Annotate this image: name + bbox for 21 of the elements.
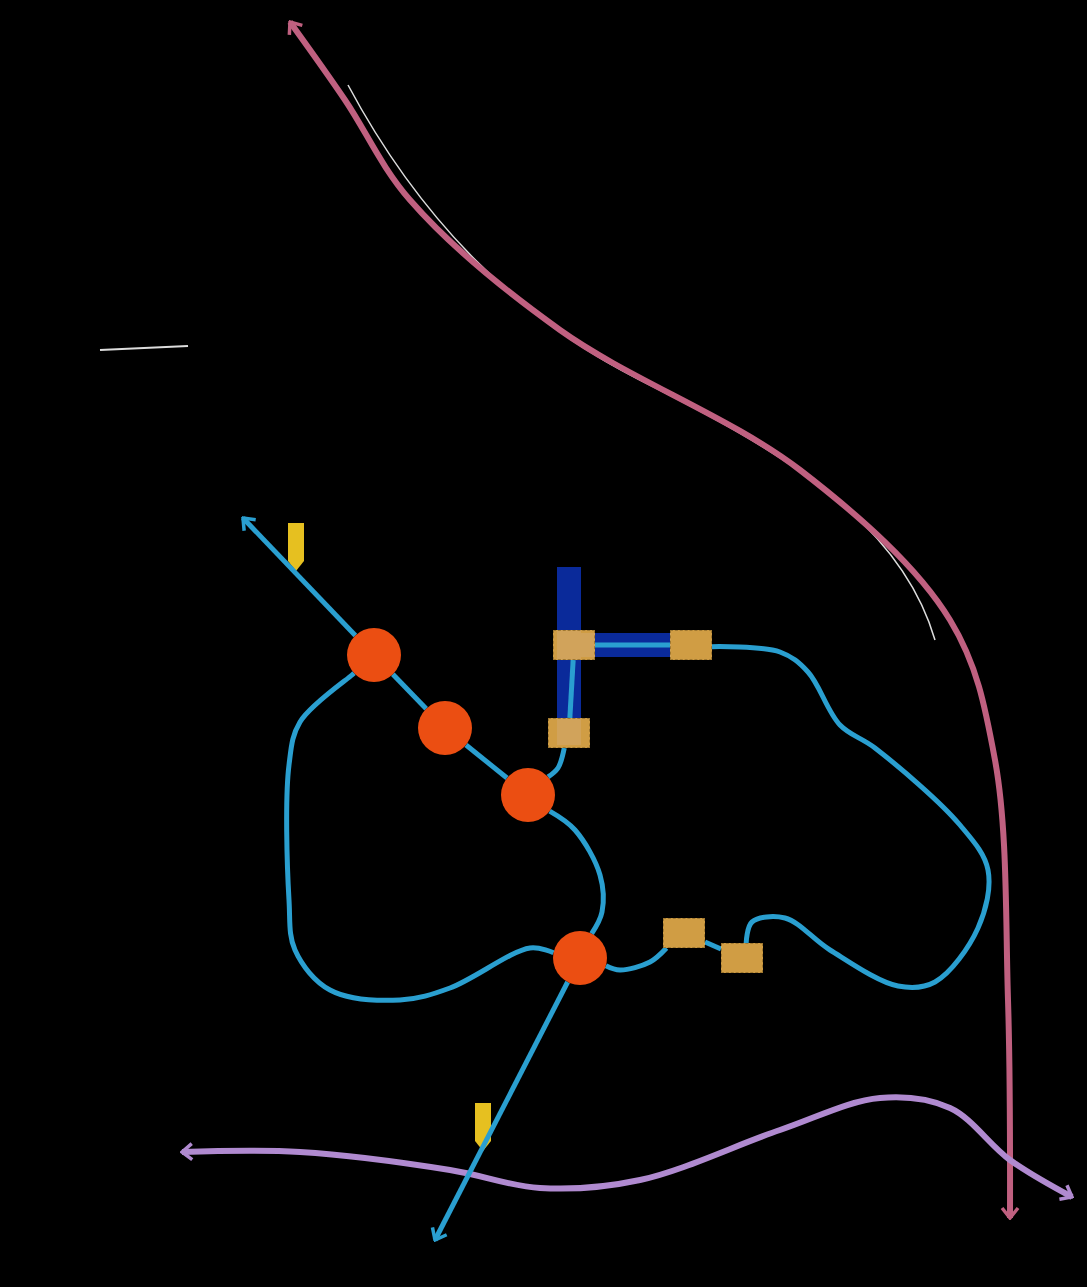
rail-line — [712, 644, 992, 990]
rail-line — [546, 747, 567, 779]
station-box — [663, 918, 705, 948]
rail-line — [464, 743, 509, 780]
station-circle — [501, 768, 555, 822]
rail-line — [430, 980, 570, 1242]
rail-line — [391, 672, 428, 711]
rail-line — [604, 946, 669, 973]
station-circle — [347, 628, 401, 682]
rail-line — [704, 939, 722, 952]
station-circle — [418, 701, 472, 755]
station-circle — [553, 931, 607, 985]
station-box — [721, 943, 763, 973]
rail-line — [284, 671, 555, 1003]
station-box — [548, 718, 590, 748]
station-box — [670, 630, 712, 660]
rail-line — [567, 659, 576, 719]
rail-line — [548, 809, 606, 935]
station-box — [553, 630, 595, 660]
rail-line — [595, 642, 670, 648]
rail-line — [241, 516, 358, 638]
